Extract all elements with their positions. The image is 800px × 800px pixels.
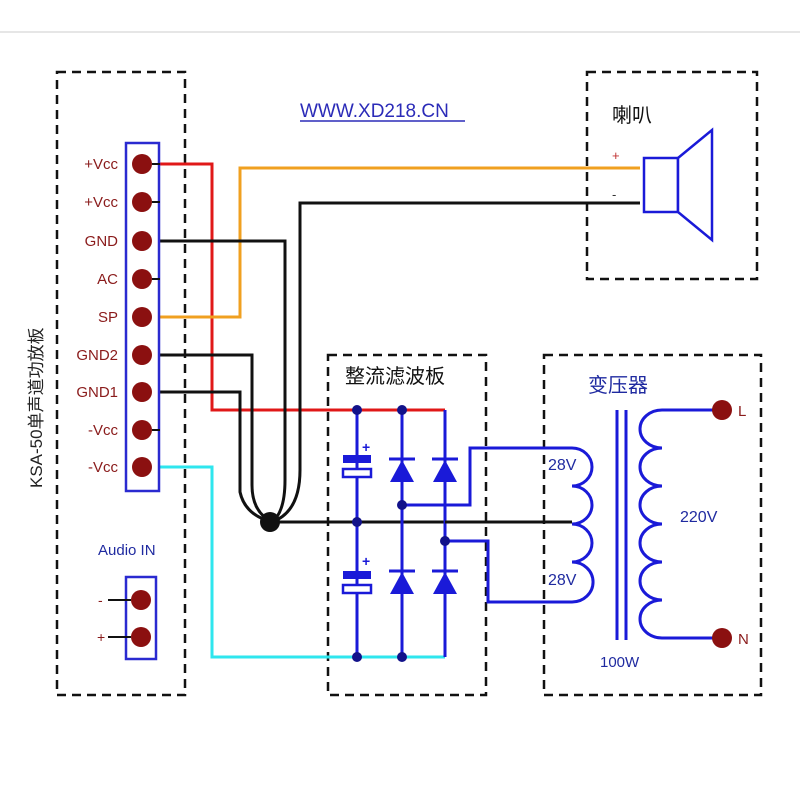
- svg-text:L: L: [738, 403, 746, 420]
- wire-red-vcc: [158, 162, 445, 412]
- wire-black-gnd: [158, 239, 287, 524]
- svg-text:+Vcc: +Vcc: [84, 194, 118, 211]
- diode-top-left: [389, 457, 415, 482]
- pin-list: +Vcc +Vcc GND AC SP GND2 GND1: [76, 154, 160, 477]
- pin-plus-vcc-1[interactable]: +Vcc: [84, 154, 160, 174]
- wire-secondary-top: [402, 446, 572, 507]
- rectifier-border: [326, 353, 488, 697]
- site-url[interactable]: WWW.XD218.CN: [300, 101, 449, 122]
- svg-text:SP: SP: [98, 309, 118, 326]
- svg-text:GND: GND: [85, 233, 119, 250]
- primary-voltage: 220V: [680, 509, 718, 526]
- rectifier-circuit: [355, 410, 447, 657]
- svg-text:-Vcc: -Vcc: [88, 422, 119, 439]
- audio-in-plus-pin[interactable]: +: [97, 627, 151, 647]
- pin-gnd1[interactable]: GND1: [76, 382, 152, 402]
- diode-bottom-left: [389, 569, 415, 594]
- wire-secondary-bottom: [445, 539, 572, 604]
- junction-dots: [352, 405, 450, 662]
- secondary-coil: [571, 446, 595, 604]
- wire-black-gnd2: [158, 353, 273, 524]
- diode-top-right: [432, 457, 458, 482]
- pin-sp[interactable]: SP: [98, 307, 152, 327]
- diode-bottom-right: [432, 569, 458, 594]
- secondary-bottom-voltage: 28V: [548, 572, 577, 589]
- filter-capacitor-bottom: +: [341, 553, 373, 595]
- speaker-icon: [642, 127, 714, 243]
- transformer-border: [542, 353, 763, 697]
- transformer-power: 100W: [600, 654, 640, 671]
- speaker-title: 喇叭: [612, 104, 652, 127]
- pin-ac[interactable]: AC: [97, 269, 160, 289]
- pin-gnd[interactable]: GND: [85, 231, 152, 251]
- svg-text:+Vcc: +Vcc: [84, 156, 118, 173]
- wire-cyan-minus-vcc: [158, 465, 445, 659]
- pin-minus-vcc-2[interactable]: -Vcc: [88, 457, 152, 477]
- star-ground-node: [260, 512, 280, 532]
- svg-text:+: +: [362, 439, 370, 455]
- amp-board-border: [55, 70, 187, 697]
- amp-board-title: KSA-50单声道功放板: [27, 327, 46, 488]
- terminal-n[interactable]: N: [712, 628, 749, 648]
- pin-minus-vcc-1[interactable]: -Vcc: [88, 420, 160, 440]
- svg-text:N: N: [738, 631, 749, 648]
- svg-text:AC: AC: [97, 271, 118, 288]
- svg-text:-Vcc: -Vcc: [88, 459, 119, 476]
- secondary-top-voltage: 28V: [548, 457, 577, 474]
- svg-text:+: +: [97, 629, 105, 645]
- svg-text:-: -: [98, 592, 103, 608]
- svg-text:+: +: [362, 553, 370, 569]
- svg-text:GND2: GND2: [76, 347, 118, 364]
- pin-plus-vcc-2[interactable]: +Vcc: [84, 192, 160, 212]
- filter-capacitor-top: +: [341, 439, 373, 479]
- audio-in-label: Audio IN: [98, 542, 156, 559]
- pin-gnd2[interactable]: GND2: [76, 345, 152, 365]
- rectifier-title: 整流滤波板: [345, 365, 445, 388]
- speaker-border: [585, 70, 759, 281]
- primary-coil: [638, 408, 663, 640]
- transformer-title: 变压器: [588, 374, 648, 397]
- audio-in-minus-pin[interactable]: -: [98, 590, 151, 610]
- svg-text:GND1: GND1: [76, 384, 118, 401]
- speaker-minus-label: -: [612, 187, 616, 202]
- terminal-l[interactable]: L: [712, 400, 746, 420]
- speaker-plus-label: +: [612, 148, 620, 163]
